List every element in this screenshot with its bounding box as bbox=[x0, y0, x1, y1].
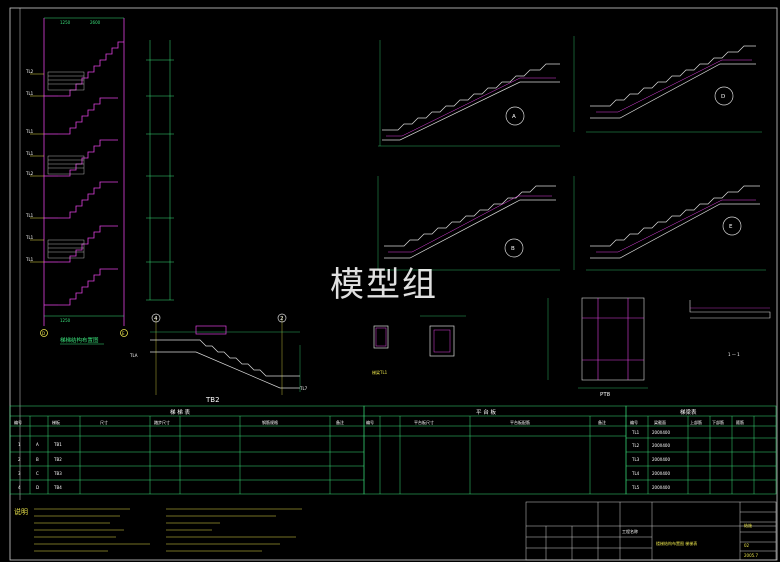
plan-level-1: TL2 bbox=[25, 69, 34, 74]
platform-header-4: 备注 bbox=[598, 419, 606, 425]
stair-header-2: 梯板 bbox=[52, 419, 60, 425]
beam-header-4: 下部筋 bbox=[712, 419, 724, 425]
beam-row-3-id: TL3 bbox=[631, 457, 640, 462]
tl-label-7: TL7 bbox=[299, 386, 308, 391]
flight-e bbox=[573, 176, 766, 271]
stair-table-title: 梯 梯 表 bbox=[170, 408, 190, 416]
beam-row-2-size: 200X400 bbox=[652, 443, 670, 448]
drawing-no: 结施 bbox=[744, 522, 752, 528]
tl1-title: 梯梁TL1 bbox=[372, 369, 388, 375]
flight-label-b: B bbox=[511, 246, 515, 252]
tl-label-a: TLA bbox=[129, 353, 138, 358]
tb2-section bbox=[150, 313, 301, 395]
watermark-text: 模型组 bbox=[330, 265, 438, 305]
platform-header-1: 编号 bbox=[366, 419, 374, 425]
stair-elevation bbox=[30, 17, 174, 337]
beam-row-4-id: TL4 bbox=[631, 471, 640, 476]
plan-level-7: TL1 bbox=[25, 235, 34, 240]
stair-row-4-no: 4 bbox=[18, 485, 21, 490]
stair-row-4-id: TB4 bbox=[53, 485, 62, 490]
platform-header-3: 平台板配筋 bbox=[510, 419, 530, 425]
pt8-plan bbox=[547, 297, 771, 389]
tl1-beam-section bbox=[373, 315, 466, 357]
flight-label-d: D bbox=[721, 94, 725, 100]
plan-dim-3: 1250 bbox=[60, 318, 71, 323]
notes-heading: 说明 bbox=[14, 507, 28, 516]
beam-row-5-id: TL5 bbox=[631, 485, 640, 490]
beam-row-2-id: TL2 bbox=[631, 443, 640, 448]
flight-d bbox=[573, 36, 762, 133]
axis-label-4: 4 bbox=[154, 316, 158, 322]
stair-row-3-type: C bbox=[36, 471, 39, 476]
stair-row-1-type: A bbox=[36, 442, 39, 447]
axis-label-e: E bbox=[122, 331, 125, 336]
flight-a bbox=[378, 40, 560, 147]
stair-header-6: 备注 bbox=[336, 419, 344, 425]
axis-label-d: D bbox=[42, 331, 45, 336]
stair-row-3-no: 3 bbox=[18, 471, 21, 476]
plan-level-5: TL2 bbox=[25, 171, 34, 176]
beam-row-3-size: 200X400 bbox=[652, 457, 670, 462]
plan-level-8: TL1 bbox=[25, 257, 34, 262]
plan-dim-2: 2600 bbox=[90, 20, 101, 25]
plan-level-4: TL1 bbox=[25, 151, 34, 156]
platform-header-2: 平台板尺寸 bbox=[414, 419, 434, 425]
stair-row-1-no: 1 bbox=[18, 442, 21, 447]
platform-table-title: 平 台 板 bbox=[476, 408, 496, 416]
drawing-date: 2005.7 bbox=[744, 553, 758, 558]
pt8-title: PT8 bbox=[600, 392, 611, 398]
beam-row-4-size: 200X400 bbox=[652, 471, 670, 476]
project-label: 工程名称 bbox=[622, 528, 638, 534]
stair-header-3: 尺寸 bbox=[100, 419, 108, 425]
stair-header-5: 钢筋规格 bbox=[262, 419, 278, 425]
stair-header-4: 踏步尺寸 bbox=[154, 419, 170, 425]
beam-header-5: 箍筋 bbox=[736, 419, 744, 425]
plan-level-6: TL1 bbox=[25, 213, 34, 218]
plan-title: 梯梯结构布置图 bbox=[60, 336, 99, 344]
stair-row-3-id: TB3 bbox=[53, 471, 62, 476]
notes-lines bbox=[34, 508, 302, 552]
axis-label-2: 2 bbox=[280, 316, 284, 322]
beam-header-3: 上部筋 bbox=[690, 419, 702, 425]
beam-header-2: 梁截面 bbox=[654, 419, 666, 425]
schedule-tables bbox=[9, 405, 777, 495]
stair-row-1-id: TB1 bbox=[53, 442, 62, 447]
sec11-title: 1 — 1 bbox=[728, 352, 740, 357]
beam-header-1: 编号 bbox=[630, 419, 638, 425]
sheet-border bbox=[9, 7, 778, 561]
tb2-title: TB2 bbox=[205, 396, 220, 404]
plan-dim-1: 1250 bbox=[60, 20, 71, 25]
stair-header-1: 编号 bbox=[14, 419, 22, 425]
flight-b bbox=[377, 176, 560, 271]
flight-details bbox=[377, 36, 766, 271]
stair-row-2-type: B bbox=[36, 457, 39, 462]
beam-row-5-size: 200X400 bbox=[652, 485, 670, 490]
title-block bbox=[525, 501, 777, 561]
beam-row-1-id: TL1 bbox=[631, 430, 640, 435]
plan-level-2: TL1 bbox=[25, 91, 34, 96]
flight-label-e: E bbox=[729, 224, 733, 230]
drawing-name: 楼梯结构布置图 梯梯表 bbox=[656, 540, 697, 546]
plan-level-3: TL1 bbox=[25, 129, 34, 134]
stair-row-2-no: 2 bbox=[18, 457, 21, 462]
stair-row-2-id: TB2 bbox=[53, 457, 62, 462]
stair-row-4-type: D bbox=[36, 485, 39, 490]
beam-row-1-size: 200X400 bbox=[652, 430, 670, 435]
beam-table-title: 梯梁表 bbox=[680, 408, 697, 416]
sheet-no: 02 bbox=[744, 543, 750, 548]
flight-label-a: A bbox=[512, 114, 516, 120]
